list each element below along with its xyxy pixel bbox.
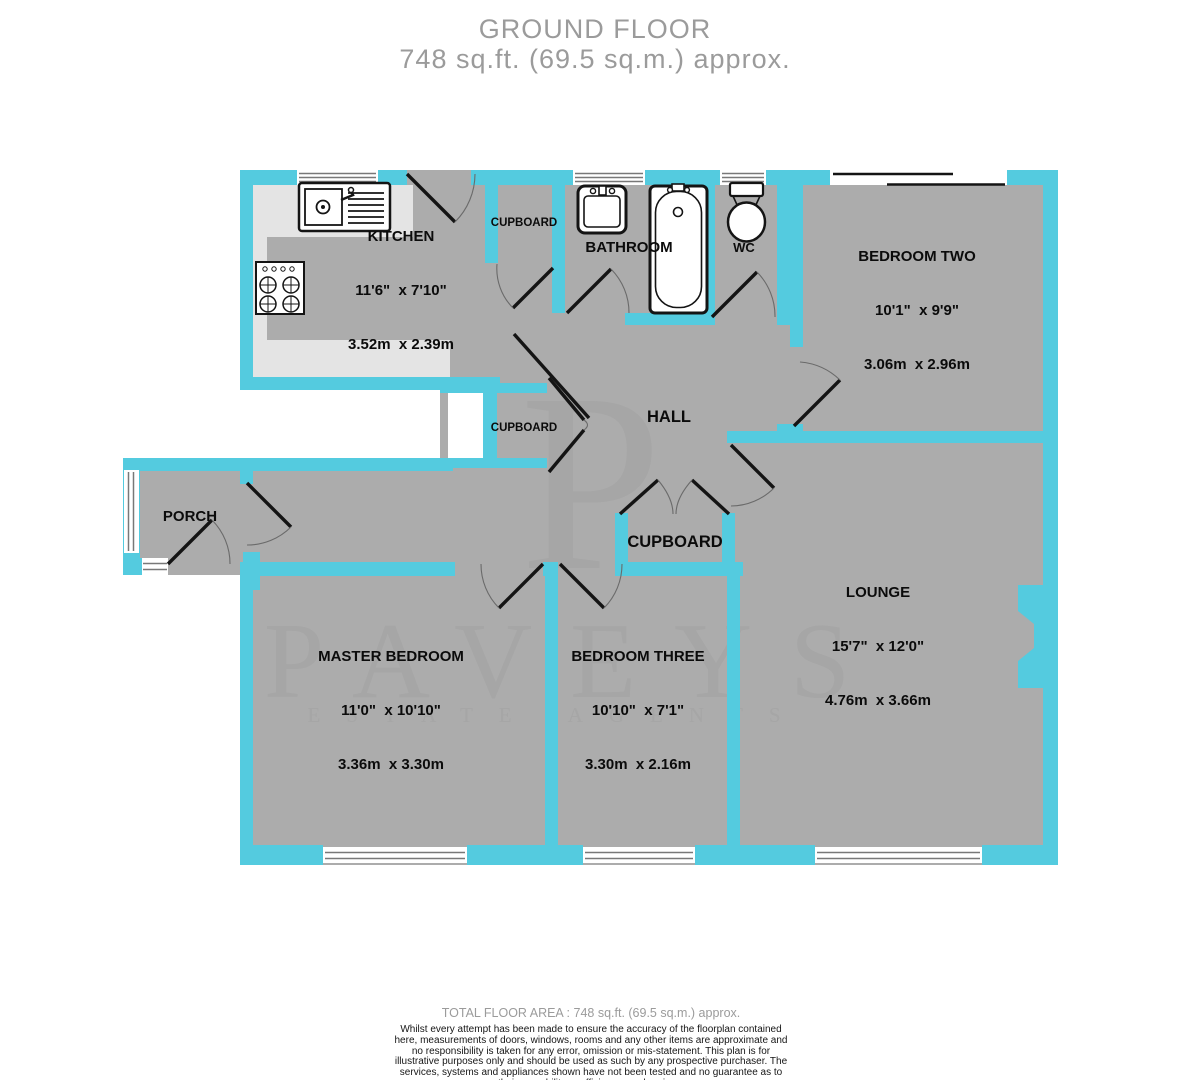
wc-label: WC — [733, 240, 755, 255]
bathroom-window — [573, 170, 645, 185]
master-bedroom-dims-imperial: 11'0" x 10'10" — [341, 702, 441, 719]
total-floor-area: TOTAL FLOOR AREA : 748 sq.ft. (69.5 sq.m… — [441, 1006, 741, 1020]
mid-cupboard-doors — [547, 376, 589, 474]
bedroom-two-dims-metric: 3.06m x 2.96m — [864, 356, 970, 373]
cupboard-top-label: CUPBOARD — [490, 217, 558, 229]
kitchen-name: KITCHEN — [367, 228, 435, 245]
master-bedroom-door — [480, 562, 545, 610]
lounge-label: LOUNGE 15'7" x 12'0" 4.76m x 3.66m — [825, 548, 931, 746]
basin-icon — [576, 184, 628, 235]
porch-exterior-door — [166, 518, 231, 566]
kitchen-label: KITCHEN 11'6" x 7'10" 3.52m x 2.39m — [348, 192, 454, 390]
exterior-notch — [448, 390, 485, 458]
page-title: GROUND FLOOR 748 sq.ft. (69.5 sq.m.) app… — [8, 14, 1182, 74]
walls — [123, 170, 1058, 865]
windows — [124, 170, 1007, 863]
chimney-recess — [1018, 611, 1034, 661]
cupboard-hall-label: CUPBOARD — [627, 533, 723, 551]
fixtures — [255, 181, 767, 315]
lounge-window — [815, 847, 982, 863]
hall-corridor-door — [512, 332, 591, 420]
sink-icon — [297, 181, 392, 233]
porch-label: PORCH — [162, 508, 218, 525]
master-bedroom-name: MASTER BEDROOM — [318, 648, 464, 665]
bedroom-three-window — [583, 847, 695, 863]
wc-door — [710, 270, 776, 319]
wc-window — [720, 170, 766, 185]
kitchen-dims-imperial: 11'6" x 7'10" — [355, 282, 447, 299]
lounge-dims-imperial: 15'7" x 12'0" — [831, 638, 925, 655]
hall-label: HALL — [647, 408, 691, 426]
bedroom-two-dims-imperial: 10'1" x 9'9" — [875, 302, 959, 319]
bathroom-label: BATHROOM — [585, 239, 673, 256]
kitchen-window — [297, 170, 378, 185]
bedroom-three-dims-metric: 3.30m x 2.16m — [585, 756, 691, 773]
bedroom-three-label: BEDROOM THREE 10'10" x 7'1" 3.30m x 2.16… — [571, 612, 704, 810]
bathtub-icon — [648, 183, 709, 315]
bedroom-two-label: BEDROOM TWO 10'1" x 9'9" 3.06m x 2.96m — [858, 212, 976, 410]
bedroom-two-name: BEDROOM TWO — [858, 248, 976, 265]
bedroom-two-window — [830, 170, 1007, 186]
bedroom-three-name: BEDROOM THREE — [571, 648, 705, 665]
lounge-dims-metric: 4.76m x 3.66m — [825, 692, 931, 709]
bathroom-door — [565, 267, 630, 315]
master-bedroom-label: MASTER BEDROOM 11'0" x 10'10" 3.36m x 3.… — [318, 612, 464, 810]
floor-area-subtitle: 748 sq.ft. (69.5 sq.m.) approx. — [399, 44, 791, 74]
master-bedroom-window — [323, 847, 467, 863]
watermark-frame — [485, 360, 696, 592]
watermark-tagline: ESTATE AGENTS — [307, 703, 806, 727]
hall-cupboard-doors — [618, 478, 731, 516]
porch-door-threshold — [142, 558, 168, 575]
master-bedroom-dims-metric: 3.36m x 3.30m — [338, 756, 444, 773]
kitchen-hall-door — [496, 263, 555, 310]
bedroom-three-door — [558, 562, 623, 610]
lounge-door — [729, 443, 776, 507]
toilet-icon — [726, 181, 767, 243]
lounge-name: LOUNGE — [845, 584, 911, 601]
doors — [166, 172, 842, 610]
bedroom-two-door — [792, 361, 842, 428]
porch-inner-door — [245, 481, 293, 546]
kitchen-dims-metric: 3.52m x 2.39m — [348, 336, 454, 353]
disclaimer-text: Whilst every attempt has been made to en… — [394, 1024, 788, 1080]
porch-window — [124, 470, 139, 553]
kitchen-exterior-door — [405, 172, 476, 224]
hob-icon — [255, 261, 305, 315]
bedroom-three-dims-imperial: 10'10" x 7'1" — [591, 702, 685, 719]
cupboard-mid-label: CUPBOARD — [490, 422, 558, 434]
footer: TOTAL FLOOR AREA : 748 sq.ft. (69.5 sq.m… — [0, 1006, 1182, 1080]
floor-title: GROUND FLOOR — [478, 14, 712, 44]
